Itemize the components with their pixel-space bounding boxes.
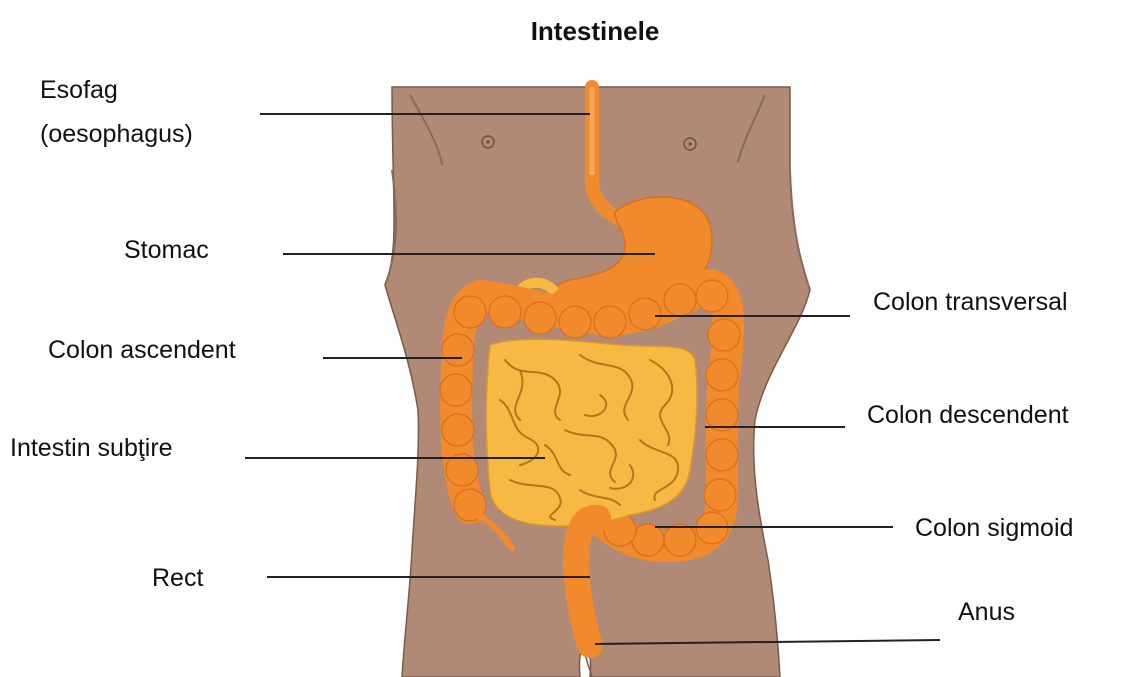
- label-colon-ascendent: Colon ascendent: [48, 336, 236, 364]
- label-anus: Anus: [958, 598, 1015, 626]
- label-colon-sigmoid: Colon sigmoid: [915, 514, 1073, 542]
- right-nipple-dot: [688, 142, 691, 145]
- label-intestin-subtire: Intestin subţire: [10, 434, 173, 462]
- label-stomac: Stomac: [124, 236, 209, 264]
- small-intestine: [486, 339, 697, 526]
- label-colon-descendent: Colon descendent: [867, 401, 1069, 429]
- left-nipple-dot: [486, 140, 489, 143]
- label-rect: Rect: [152, 564, 203, 592]
- label-colon-transversal: Colon transversal: [873, 288, 1068, 316]
- diagram-title: Intestinele: [531, 16, 660, 46]
- label-esofag: Esofag: [40, 76, 118, 104]
- label-esofag-alt: (oesophagus): [40, 120, 193, 148]
